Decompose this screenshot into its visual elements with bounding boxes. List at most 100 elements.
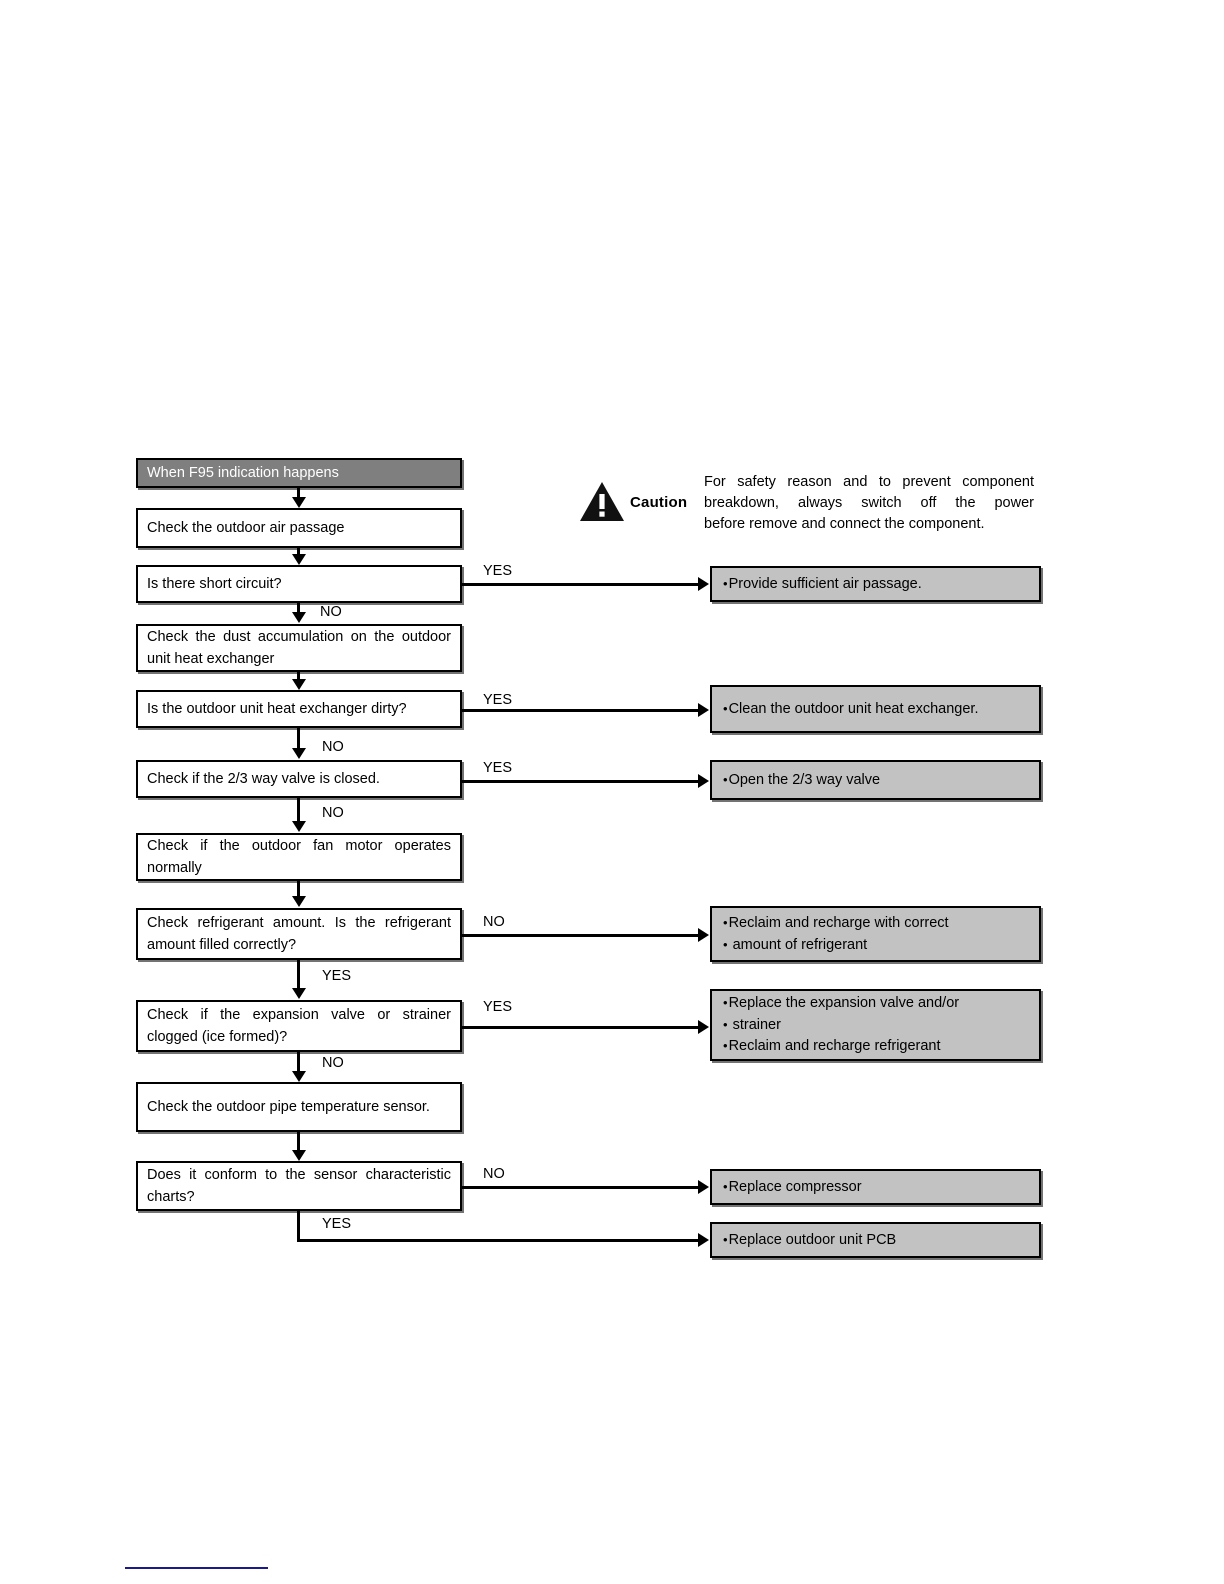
connector-sensor-yes [297, 1239, 700, 1242]
action-replace-outdoor-pcb: Replace outdoor unit PCB [710, 1222, 1041, 1258]
action-item: Reclaim and recharge with correct [723, 913, 1030, 935]
step-check-valve-closed: Check if the 2/3 way valve is closed. [136, 760, 462, 798]
arrow-down-icon [292, 821, 306, 832]
footer-divider [125, 1567, 268, 1569]
connector-refrigerant-no [462, 934, 700, 937]
edge-label-clogged-yes: YES [483, 999, 513, 1015]
edge-label-sensor-no: NO [483, 1166, 505, 1182]
step-short-circuit: Is there short circuit? [136, 565, 462, 603]
step-text-line-1: Check the outdoor pipe temperature [147, 1098, 380, 1115]
action-item: Replace outdoor unit PCB [723, 1230, 1030, 1252]
arrow-right-icon [698, 1233, 709, 1247]
action-item: Reclaim and recharge refrigerant [723, 1036, 1030, 1058]
action-replace-compressor: Replace compressor [710, 1169, 1041, 1205]
action-replace-expansion-valve: Replace the expansion valve and/or strai… [710, 989, 1041, 1061]
caution-line-1: For safety reason and to prevent compone… [704, 474, 1034, 490]
edge-label-valve-no: NO [322, 805, 344, 821]
connector-expansion-to-pipe-sensor [297, 1052, 300, 1074]
step-text: Check the outdoor air passage [147, 519, 345, 536]
step-text-line-1: Check refrigerant amount. Is the [147, 915, 376, 932]
edge-label-dirty-no: NO [322, 739, 344, 755]
connector-title-to-air-passage [297, 488, 300, 499]
connector-valve-to-fan-motor [297, 798, 300, 823]
caution-block: Caution For safety reason and to prevent… [578, 470, 1048, 536]
connector-dirty-yes [462, 709, 700, 712]
action-item: Replace the expansion valve and/or [723, 993, 1030, 1015]
action-item: Clean the outdoor unit heat exchanger. [723, 699, 1030, 721]
step-text-line-2: outdoor unit heat exchanger [147, 629, 451, 667]
arrow-right-icon [698, 928, 709, 942]
step-check-air-passage: Check the outdoor air passage [136, 508, 462, 548]
connector-valve-yes [462, 780, 700, 783]
caution-label-row: Caution [578, 480, 687, 524]
edge-label-short-circuit-yes: YES [483, 563, 513, 579]
action-open-way-valve: Open the 2/3 way valve [710, 760, 1041, 800]
edge-label-short-circuit-no: NO [320, 604, 342, 620]
arrow-down-icon [292, 988, 306, 999]
connector-dirty-to-valve [297, 728, 300, 750]
connector-sensor-no [462, 1186, 700, 1189]
step-text: Check if the 2/3 way valve is closed. [147, 770, 380, 787]
connector-refrigerant-to-expansion [297, 960, 300, 990]
edge-label-dirty-yes: YES [483, 692, 513, 708]
connector-pipe-sensor-to-conform [297, 1132, 300, 1152]
action-item: Open the 2/3 way valve [723, 770, 1030, 792]
arrow-right-icon [698, 1180, 709, 1194]
step-text-line-2: normally [147, 859, 202, 876]
action-item: Replace compressor [723, 1177, 1030, 1199]
connector-short-circuit-to-dust [297, 603, 300, 616]
step-check-expansion-valve: Check if the expansion valve or strainer… [136, 1000, 462, 1052]
action-clean-heat-exchanger: Clean the outdoor unit heat exchanger. [710, 685, 1041, 733]
step-text: Is the outdoor unit heat exchanger dirty… [147, 700, 407, 717]
connector-short-circuit-yes [462, 583, 700, 586]
action-provide-air-passage: Provide sufficient air passage. [710, 566, 1041, 602]
connector-fan-motor-to-refrigerant [297, 881, 300, 898]
arrow-down-icon [292, 612, 306, 623]
edge-label-refrigerant-no: NO [483, 914, 505, 930]
arrow-down-icon [292, 497, 306, 508]
step-text-line-2: characteristic charts? [147, 1167, 451, 1205]
flow-title-text: When F95 indication happens [147, 465, 339, 481]
step-check-pipe-sensor: Check the outdoor pipe temperature senso… [136, 1082, 462, 1132]
connector-dust-to-dirty [297, 672, 300, 681]
arrow-down-icon [292, 748, 306, 759]
arrow-down-icon [292, 1150, 306, 1161]
arrow-down-icon [292, 896, 306, 907]
step-heat-exchanger-dirty: Is the outdoor unit heat exchanger dirty… [136, 690, 462, 728]
step-text-line-2: clogged (ice formed)? [147, 1028, 288, 1045]
action-item: Provide sufficient air passage. [723, 574, 1030, 596]
action-item-continuation: amount of refrigerant [723, 935, 1030, 957]
step-check-fan-motor: Check if the outdoor fan motor operates … [136, 833, 462, 881]
flow-title-bar: When F95 indication happens [136, 458, 462, 488]
arrow-right-icon [698, 577, 709, 591]
step-text: Is there short circuit? [147, 575, 282, 592]
step-text-line-2: sensor. [383, 1098, 430, 1115]
caution-word: Caution [630, 493, 688, 511]
edge-label-valve-yes: YES [483, 760, 513, 776]
step-check-refrigerant-amount: Check refrigerant amount. Is the refrige… [136, 908, 462, 960]
arrow-down-icon [292, 554, 306, 565]
connector-sensor-yes-drop [297, 1211, 300, 1241]
step-text-line-2: refrigerant amount filled correctly? [147, 915, 451, 953]
action-item-text: amount of refrigerant [732, 936, 868, 953]
arrow-right-icon [698, 1020, 709, 1034]
action-reclaim-recharge: Reclaim and recharge with correct amount… [710, 906, 1041, 962]
arrow-right-icon [698, 774, 709, 788]
connector-air-passage-to-short-circuit [297, 548, 300, 556]
caution-line-3: before remove and connect the component. [704, 516, 985, 533]
caution-triangle-icon [580, 482, 624, 521]
caution-text: For safety reason and to prevent compone… [704, 472, 1034, 535]
step-text-line-1: Does it conform to the sensor [147, 1167, 358, 1184]
arrow-down-icon [292, 1071, 306, 1082]
step-text-line-1: Check if the outdoor fan motor operates [147, 838, 451, 855]
step-sensor-conform: Does it conform to the sensor characteri… [136, 1161, 462, 1211]
connector-clogged-yes [462, 1026, 700, 1029]
arrow-down-icon [292, 679, 306, 690]
edge-label-clogged-no: NO [322, 1055, 344, 1071]
action-item-continuation: strainer [723, 1015, 1030, 1037]
edge-label-sensor-yes: YES [322, 1216, 352, 1232]
step-check-dust: Check the dust accumulation on the outdo… [136, 624, 462, 672]
edge-label-refrigerant-yes: YES [322, 968, 352, 984]
caution-line-2: breakdown, always switch off the power [704, 495, 1034, 512]
